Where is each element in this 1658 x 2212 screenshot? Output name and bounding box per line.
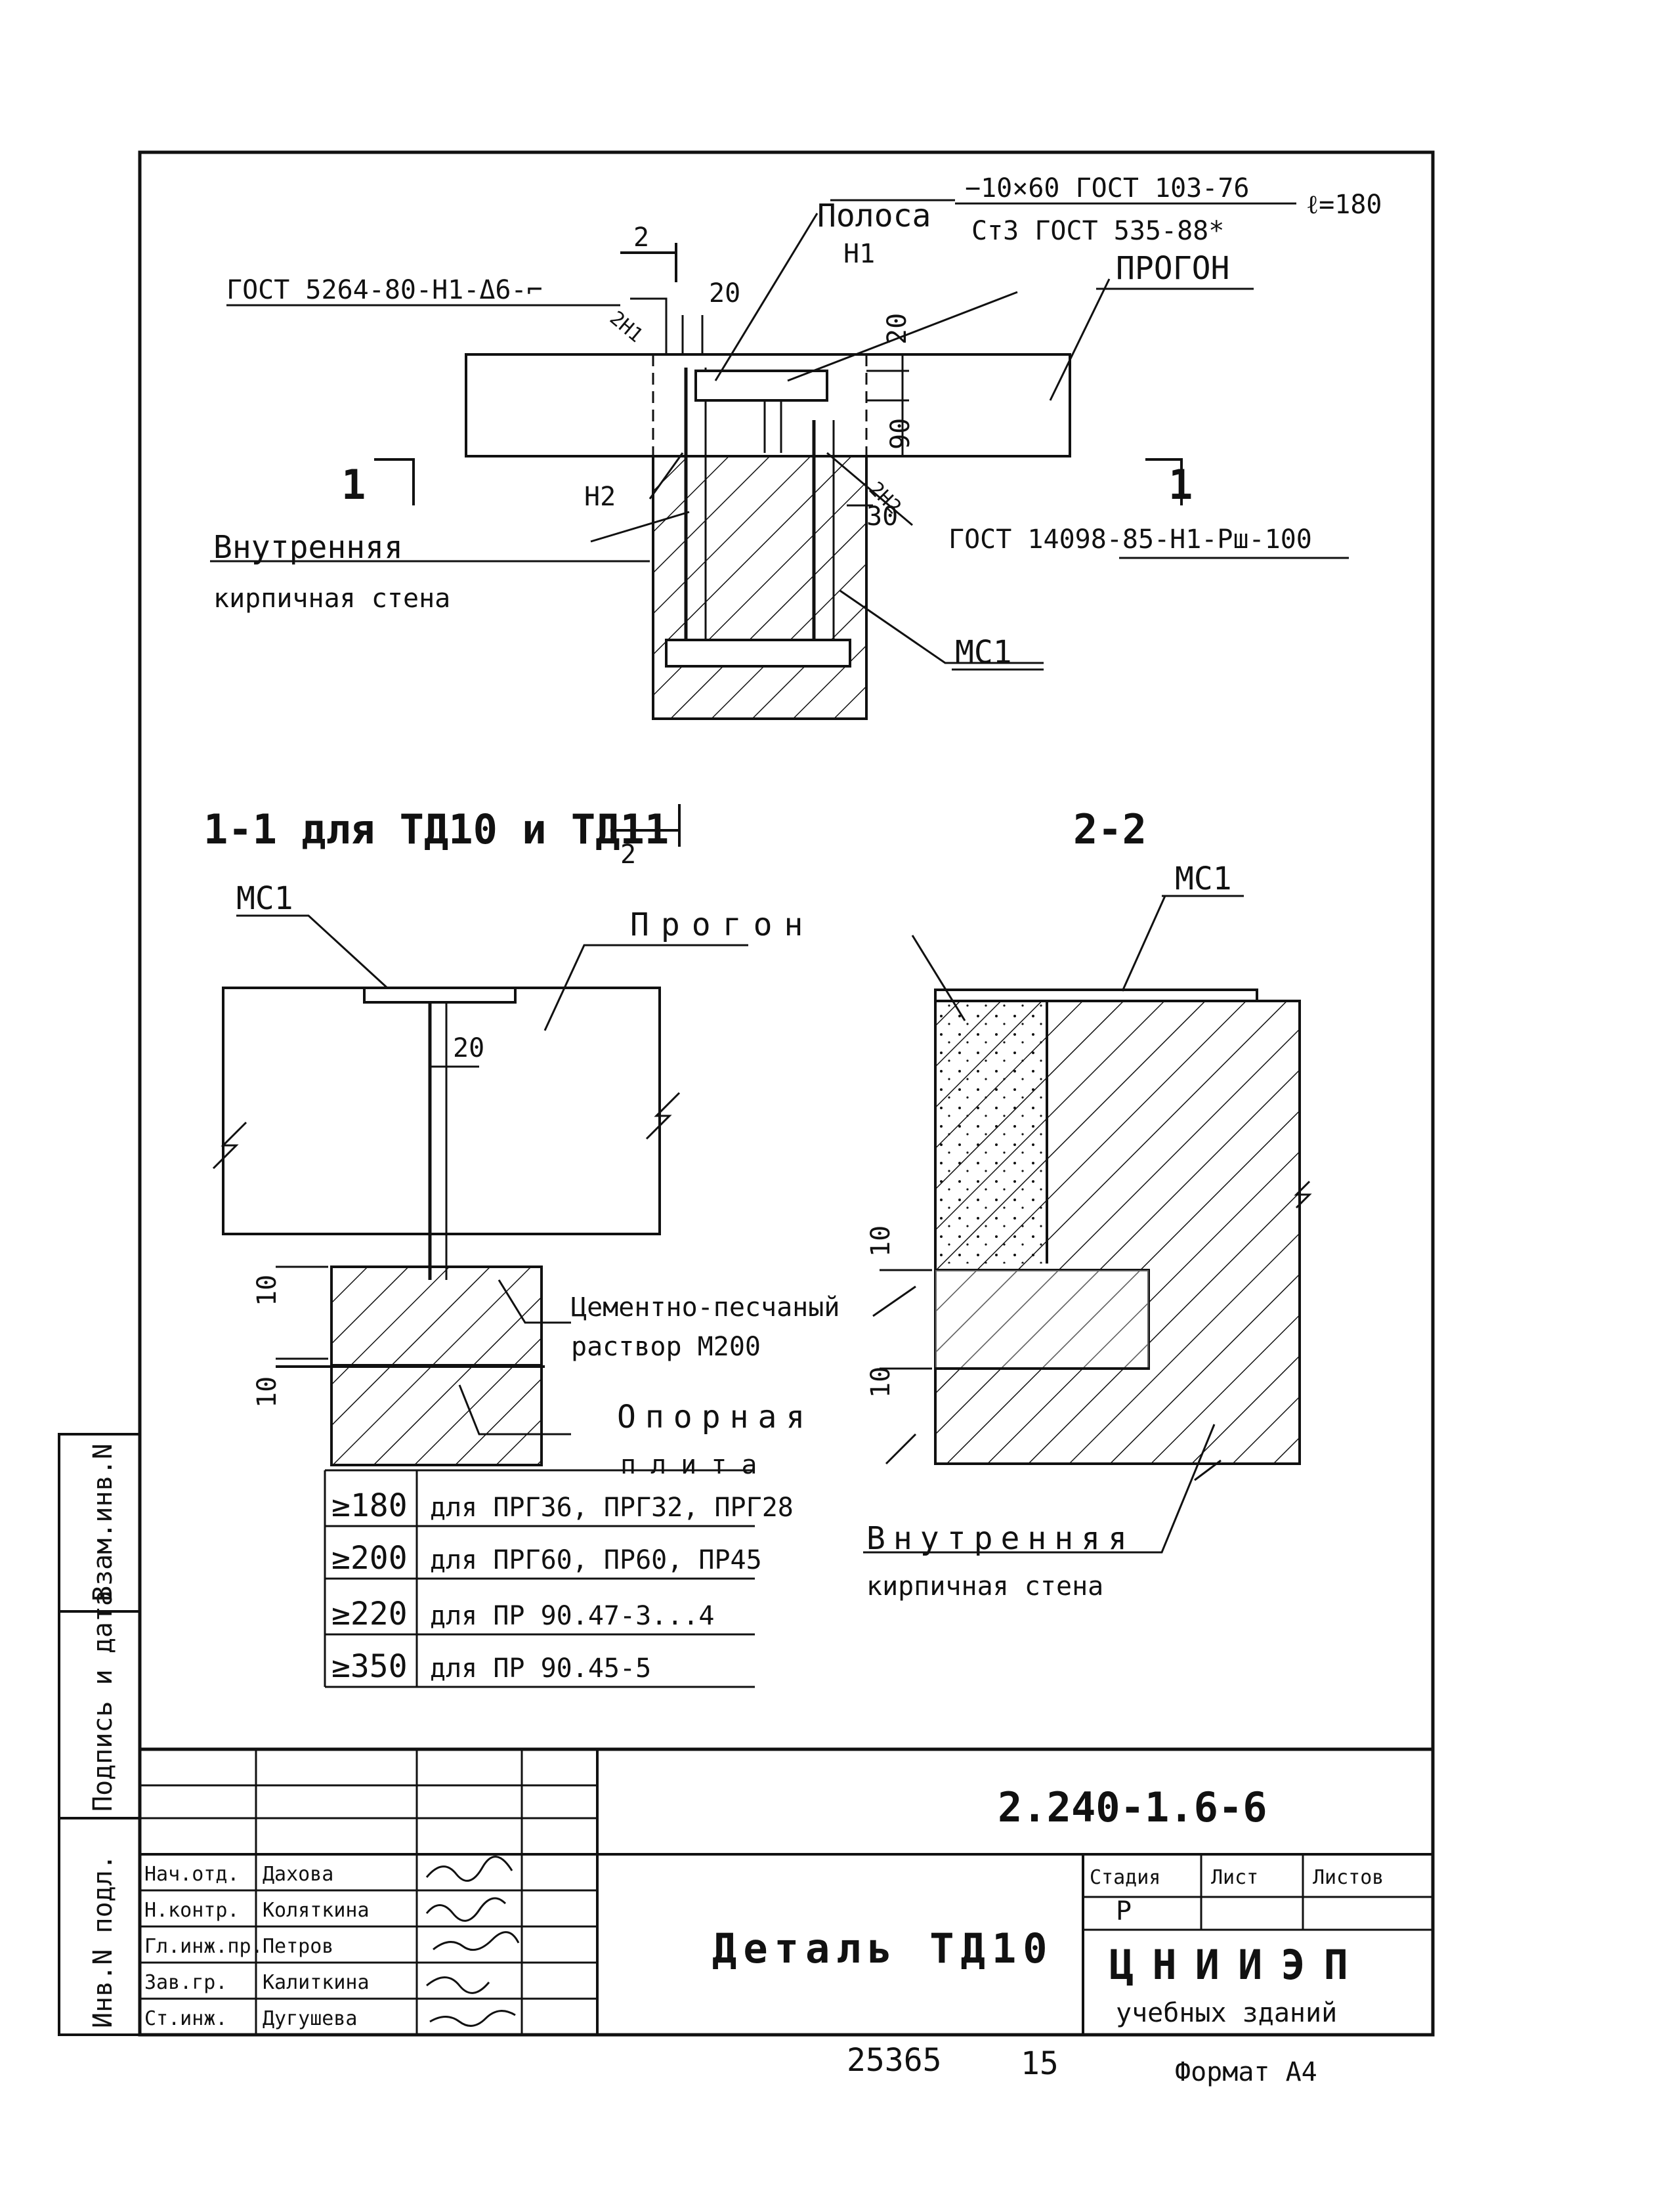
section-1-1: 1-1 для ТД10 и ТД11 2 10 10 20 МС1 Прого…: [203, 804, 917, 1480]
drawing-name: Деталь ТД10: [712, 1925, 1054, 1972]
table-row-2-desc: для ПРГ60, ПР60, ПР45: [430, 1545, 762, 1575]
role-3: Гл.инж.пр.: [144, 1935, 263, 1958]
strip-spec-denominator: Ст3 ГОСТ 535-88*: [971, 216, 1224, 246]
wall-label-sec22-2: кирпичная стена: [866, 1571, 1103, 1602]
table-row-1-desc: для ПРГ36, ПРГ32, ПРГ28: [430, 1493, 794, 1523]
support-plate-table: ≥180 для ПРГ36, ПРГ32, ПРГ28 ≥200 для ПР…: [324, 1469, 794, 1688]
purlin-label-sec11: Прогон: [630, 906, 815, 943]
organization-sub: учебных зданий: [1116, 1998, 1337, 2028]
embedded-plate-mc1: [665, 639, 851, 668]
plate-label-1: Опорная: [617, 1399, 814, 1436]
strip-spec-numerator: −10×60 ГОСТ 103-76: [965, 173, 1249, 203]
name-3: Петров: [263, 1935, 333, 1958]
mc1-label-sec11: МС1: [236, 880, 293, 917]
dim-10-b-sec22: 10: [866, 1367, 896, 1398]
section-1-1-title: 1-1 для ТД10 и ТД11: [203, 805, 669, 853]
dim-20-sec: 20: [453, 1033, 484, 1063]
purlin-label: ПРОГОН: [1116, 250, 1229, 287]
strip-label: Полоса: [817, 198, 931, 234]
stage-value: Р: [1116, 1896, 1132, 1926]
stamp-replace-inv: Взам.инв.N: [88, 1443, 118, 1602]
weld-note-right: ГОСТ 14098-85-Н1-Рш-100: [948, 524, 1312, 555]
name-5: Дугушева: [263, 2007, 358, 2030]
section-1-left: 1: [341, 461, 366, 509]
table-row-4-desc: для ПР 90.45-5: [430, 1653, 651, 1684]
support-plate: [330, 1365, 543, 1466]
sheets-header: Листов: [1313, 1866, 1384, 1889]
sheet-header: Лист: [1211, 1866, 1258, 1889]
table-row-4-value: ≥350: [331, 1648, 408, 1685]
table-row-2-value: ≥200: [331, 1540, 408, 1577]
inner-brick-wall: [652, 455, 868, 720]
mc1-label-sec22: МС1: [1175, 861, 1232, 897]
dim-10-a: 10: [252, 1275, 282, 1306]
inner-wall-label-2: кирпичная стена: [213, 584, 450, 614]
table-row-3-value: ≥220: [331, 1596, 408, 1632]
role-2: Н.контр.: [144, 1899, 240, 1922]
role-5: Ст.инж.: [144, 2007, 227, 2030]
dim-10-b: 10: [252, 1376, 282, 1408]
role-1: Нач.отд.: [144, 1863, 240, 1886]
inventory-number: 25365: [847, 2042, 942, 2079]
section-2-2-title: 2-2: [1073, 805, 1147, 853]
section-2-2: 2-2 10 10 МС1 Внутренняя кирпичная стена: [863, 805, 1312, 1602]
mc1-label-top: МС1: [955, 634, 1012, 671]
name-4: Калиткина: [263, 1971, 370, 1994]
section-1-right: 1: [1168, 461, 1193, 509]
name-2: Коляткина: [263, 1899, 370, 1922]
sheet-frame: [58, 150, 1435, 2037]
document-code: 2.240-1.6-6: [998, 1783, 1267, 1831]
inner-wall-label-1: Внутренняя: [213, 529, 403, 566]
section-1-1-mark: 2: [620, 840, 636, 870]
mortar-layer: [330, 1266, 543, 1367]
stage-header: Стадия: [1090, 1866, 1160, 1889]
table-row-3-desc: для ПР 90.47-3...4: [430, 1601, 714, 1631]
weld-note-left-mark: 2Н1: [605, 307, 647, 347]
name-1: Дахова: [263, 1863, 333, 1886]
mortar-label-2: раствор М200: [571, 1332, 761, 1362]
marker-n2: Н2: [584, 482, 616, 512]
table-row-1-value: ≥180: [331, 1487, 408, 1524]
steel-strip: [694, 370, 828, 402]
stamp-signature-date: Подпись и дата: [88, 1590, 118, 1812]
purlin-section: [222, 987, 661, 1235]
top-detail: Полоса −10×60 ГОСТ 103-76 Ст3 ГОСТ 535-8…: [210, 173, 1382, 720]
marker-n1: Н1: [843, 239, 875, 269]
dim-10-a-sec22: 10: [866, 1225, 896, 1257]
role-4: Зав.гр.: [144, 1971, 227, 1994]
stamp-original-inv: Инв.N подл.: [88, 1854, 118, 2028]
weld-note-left: ГОСТ 5264-80-Н1-Δ6-⌐: [226, 275, 543, 305]
plate-label-2: плита: [620, 1450, 771, 1480]
page-number: 15: [1021, 2045, 1059, 2082]
dim-30: 30: [866, 501, 898, 532]
dim-20-right: 20: [882, 313, 912, 345]
dim-90: 90: [885, 418, 916, 450]
title-block: 2.240-1.6-6 Деталь ТД10 Стадия Лист Лист…: [140, 1747, 1433, 2035]
section-mark-2: 2: [633, 223, 649, 253]
organization-name: ЦНИИЭП: [1109, 1941, 1367, 1989]
wall-label-sec22-1: Внутренняя: [866, 1520, 1135, 1557]
mortar-label-1: Цементно-песчаный: [571, 1292, 840, 1323]
format-label: Формат А4: [1175, 2057, 1317, 2087]
strip-length: ℓ=180: [1306, 190, 1382, 220]
signatures: [425, 1856, 520, 2027]
dim-20-top: 20: [709, 278, 740, 308]
